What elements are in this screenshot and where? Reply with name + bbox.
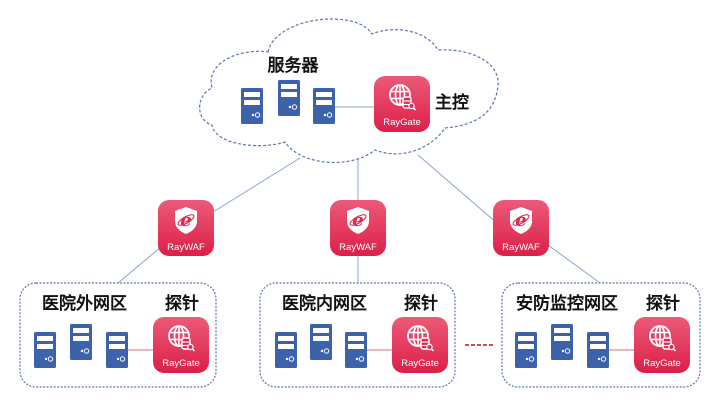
cloud-server-3 — [312, 87, 336, 125]
waf-1[interactable]: RayWAF — [158, 200, 214, 256]
zone-label: 安防监控网区 — [516, 293, 618, 314]
controller-label: 主控 — [435, 92, 469, 113]
waf-product-label: RayWAF — [502, 242, 540, 253]
link-waf3-zone3 — [547, 244, 601, 284]
zone-label: 医院内网区 — [282, 293, 367, 314]
link-waf1-zone1 — [117, 245, 163, 284]
zone-hospital-external: 医院外网区 探针 RayGate — [19, 282, 217, 388]
cloud-server-1 — [240, 87, 264, 125]
zone-server-2 — [550, 323, 574, 361]
probe-label: 探针 — [404, 293, 438, 314]
waf-product-label: RayWAF — [339, 242, 377, 253]
zone-server-3 — [344, 331, 368, 369]
zone-server-3 — [586, 331, 610, 369]
probe-raygate[interactable]: RayGate — [634, 317, 690, 373]
probe-product-label: RayGate — [401, 358, 439, 369]
link-cloud-waf3 — [417, 154, 499, 225]
probe-label: 探针 — [646, 293, 680, 314]
waf-product-label: RayWAF — [167, 242, 205, 253]
connector-lines — [117, 154, 601, 284]
controller-product-label: RayGate — [383, 117, 421, 128]
zone-server-2 — [69, 323, 93, 361]
zone-server-2 — [309, 323, 333, 361]
zone-server-1 — [514, 331, 538, 369]
probe-raygate[interactable]: RayGate — [153, 317, 209, 373]
probe-raygate[interactable]: RayGate — [392, 317, 448, 373]
zone-server-1 — [274, 331, 298, 369]
waf-3[interactable]: RayWAF — [493, 200, 549, 256]
link-cloud-waf1 — [212, 157, 301, 213]
zone-server-3 — [105, 331, 129, 369]
controller-raygate[interactable]: RayGate — [374, 76, 430, 132]
probe-product-label: RayGate — [162, 358, 200, 369]
cloud-label: 服务器 — [268, 55, 320, 76]
zone-security-monitoring: 安防监控网区 探针 RayGate — [501, 282, 701, 388]
zone-label: 医院外网区 — [42, 293, 127, 314]
server-cloud: 服务器 RayGate 主控 — [199, 18, 499, 164]
zone-server-1 — [33, 331, 57, 369]
probe-label: 探针 — [165, 293, 199, 314]
probe-product-label: RayGate — [643, 358, 681, 369]
zone-hospital-internal: 医院内网区 探针 RayGate — [259, 282, 456, 388]
cloud-server-2 — [277, 79, 301, 117]
waf-2[interactable]: RayWAF — [330, 200, 386, 256]
